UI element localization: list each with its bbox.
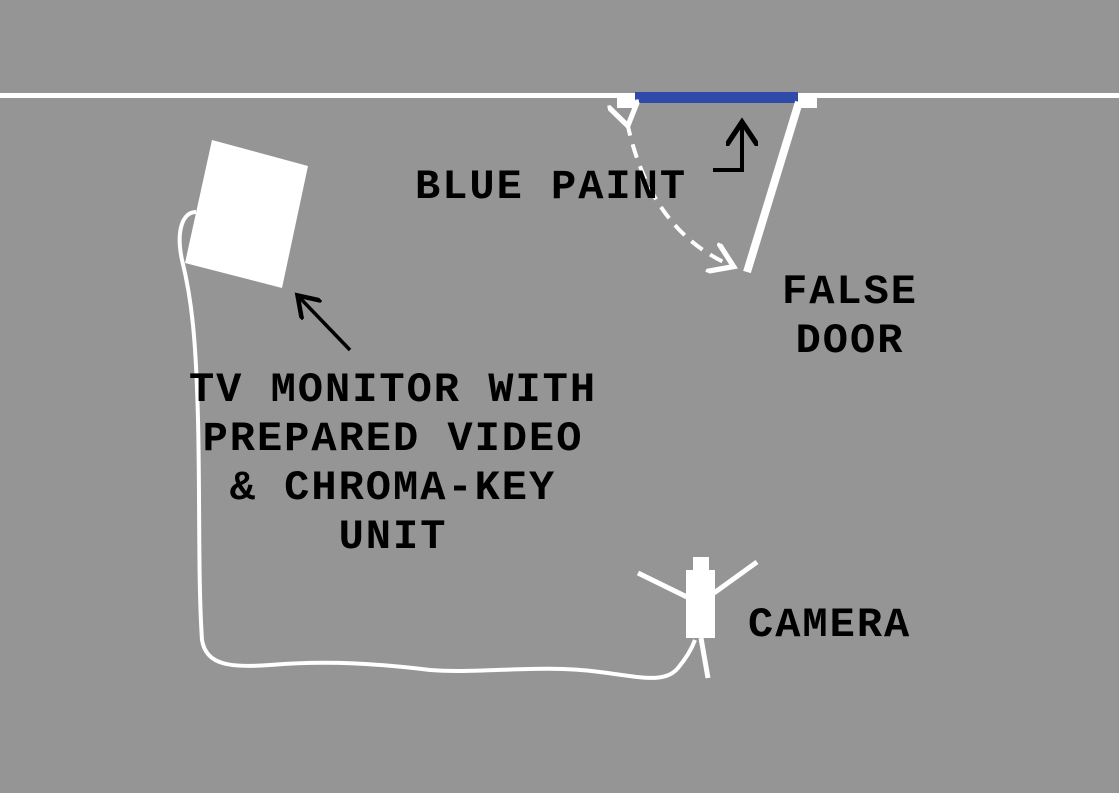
camera-label: CAMERA [748, 601, 911, 649]
door-frame-right [798, 93, 817, 108]
tv-monitor-label-line1: TV MONITOR WITH [189, 366, 597, 414]
tv-monitor [185, 140, 308, 288]
wall-line [0, 93, 1119, 98]
door-frame-left [617, 93, 635, 108]
tv-monitor-label-line4: UNIT [339, 513, 448, 561]
false-door-label-line2: DOOR [796, 317, 905, 365]
video-cable [177, 210, 697, 680]
monitor-pointer-arrow [300, 298, 352, 352]
door-swing-arrow [627, 122, 730, 265]
false-door [743, 100, 803, 274]
tv-monitor-label-line3: & CHROMA-KEY [230, 464, 556, 512]
camera-icon [636, 557, 759, 679]
blue-paint-strip [635, 92, 798, 103]
tv-monitor-label-line2: PREPARED VIDEO [203, 415, 584, 463]
false-door-label-line1: FALSE [782, 268, 918, 316]
blue-paint-pointer-arrow [713, 126, 742, 172]
blue-paint-label: BLUE PAINT [415, 163, 687, 211]
